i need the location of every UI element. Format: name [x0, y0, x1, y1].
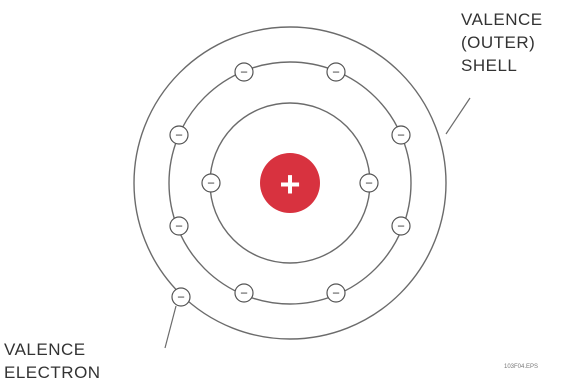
electron: − — [170, 217, 188, 235]
electron-minus-sign: − — [175, 128, 183, 143]
electron-minus-sign: − — [175, 219, 183, 234]
electron: − — [392, 217, 410, 235]
electron-minus-sign: − — [177, 290, 185, 305]
electron: − — [327, 284, 345, 302]
electron: − — [235, 284, 253, 302]
valence-electron-label: VALENCE ELECTRON — [4, 338, 101, 384]
electron: − — [170, 126, 188, 144]
nucleus-plus-sign: + — [279, 164, 300, 205]
valence-electron-leader-line — [165, 306, 176, 348]
electron: − — [327, 63, 345, 81]
electron-minus-sign: − — [240, 65, 248, 80]
valence-electron: − — [172, 288, 190, 306]
valence-shell-label-line-2: (OUTER) — [461, 31, 543, 54]
valence-shell-label-line-1: VALENCE — [461, 8, 543, 31]
valence-electron-label-line-2: ELECTRON — [4, 361, 101, 384]
electron-minus-sign: − — [397, 219, 405, 234]
electron-minus-sign: − — [332, 286, 340, 301]
nucleus: + — [260, 153, 320, 213]
valence-shell-leader-line — [446, 98, 470, 134]
electron: − — [235, 63, 253, 81]
electron: − — [360, 174, 378, 192]
electron-minus-sign: − — [207, 176, 215, 191]
valence-electron-label-line-1: VALENCE — [4, 338, 101, 361]
figure-code: 103F04.EPS — [504, 364, 538, 370]
electron-minus-sign: − — [332, 65, 340, 80]
valence-shell-label: VALENCE (OUTER) SHELL — [461, 8, 543, 77]
electron: − — [392, 126, 410, 144]
valence-shell-label-line-3: SHELL — [461, 54, 543, 77]
electron-minus-sign: − — [397, 128, 405, 143]
electron-minus-sign: − — [365, 176, 373, 191]
electron-minus-sign: − — [240, 286, 248, 301]
electron: − — [202, 174, 220, 192]
